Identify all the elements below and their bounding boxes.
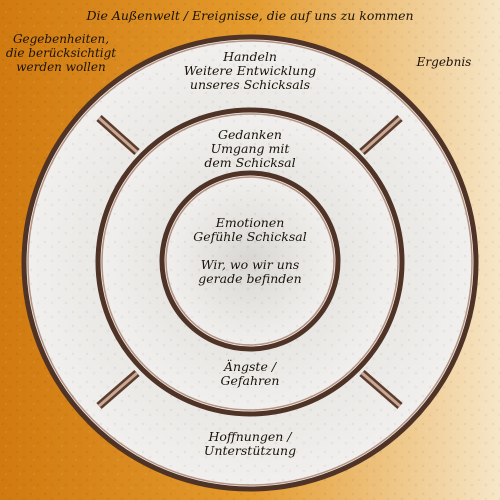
label-line: Gegebenheiten, (12, 32, 110, 46)
label-line: Ängste / (223, 359, 277, 374)
label-inner-circle: Emotionen Gefühle Schicksal Wir, wo wir … (175, 216, 325, 286)
label-line: Unterstützung (203, 443, 297, 458)
label-line: unseres Schicksals (189, 77, 311, 92)
label-line: die berücksichtigt (5, 46, 117, 60)
label-middle-ring-top: Gedanken Umgang mit dem Schicksal (175, 128, 325, 170)
label-outer-ring-top: Handeln Weitere Entwicklung unseres Schi… (150, 50, 350, 92)
label-line: Weitere Entwicklung (183, 63, 317, 78)
label-line: gerade befinden (198, 271, 302, 286)
label-line: dem Schicksal (204, 155, 296, 170)
label-line: Emotionen (215, 215, 285, 230)
label-line: Umgang mit (210, 141, 290, 156)
label-line: Gefühle Schicksal (193, 229, 307, 244)
label-line: werden wollen (16, 60, 106, 74)
label-line: Wir, wo wir uns (200, 257, 300, 272)
label-outside-top: Die Außenwelt / Ereignisse, die auf uns … (86, 8, 414, 23)
label-outside-right: Ergebnis (416, 55, 472, 69)
label-outside-left: Gegebenheiten, die berücksichtigt werden… (2, 32, 120, 74)
label-line: Gedanken (218, 127, 282, 142)
label-line: Gefahren (220, 373, 280, 388)
label-middle-ring-bottom: Ängste / Gefahren (190, 360, 310, 388)
label-outer-ring-bottom: Hoffnungen / Unterstützung (160, 430, 340, 458)
label-line: Hoffnungen / (208, 429, 292, 444)
label-line: Handeln (223, 49, 277, 64)
label-spacer (175, 244, 325, 258)
